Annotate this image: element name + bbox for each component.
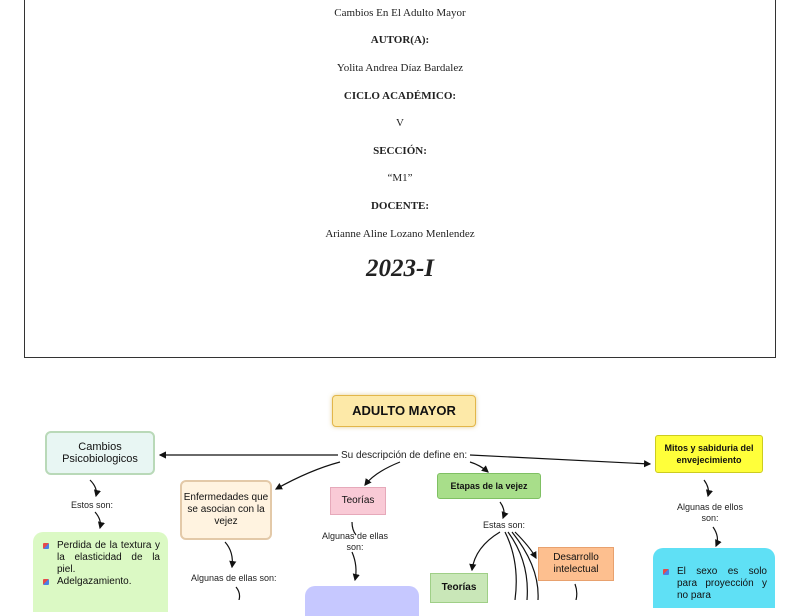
section-value: “M1” [387,172,413,184]
cambios-list: Perdida de la textura y la elasticidad d… [33,532,168,612]
academic-year: 2023-I [365,255,435,282]
node-desarrollo-intelectual: Desarrollo intelectual [538,547,614,581]
cover-topic: Cambios En El Adulto Mayor [334,7,466,19]
list-item: Perdida de la textura y la elasticidad d… [43,540,160,576]
enfermedades-link-label: Algunas de ellas son: [191,573,277,583]
mitos-link-label: Algunas de ellos son: [676,502,744,523]
cambios-link-label: Estos son: [71,500,114,510]
cycle-heading: CICLO ACADÉMICO: [343,90,457,102]
teorias-link-label: Algunas de ellas son: [321,531,389,552]
root-node-adulto-mayor: ADULTO MAYOR [332,395,476,427]
mitos-list: El sexo es solo para proyección y no par… [653,548,775,608]
cycle-value: V [396,117,404,129]
bullet-icon [663,569,669,575]
author-heading: AUTOR(A): [370,34,430,46]
node-enfermedades: Enfermedades que se asocian con la vejez [180,480,272,540]
etapas-link-label: Estas son: [483,520,526,530]
node-mitos-sabiduria: Mitos y sabiduria del envejecimiento [655,435,763,473]
bullet-icon [43,579,49,585]
teacher-heading: DOCENTE: [370,200,430,212]
list-item: Adelgazamiento. [43,576,160,588]
author-name: Yolita Andrea Díaz Bardalez [336,62,464,74]
node-cambios-psicobiologicos: Cambios Psicobiologicos [45,431,155,475]
node-etapas-vejez: Etapas de la vejez [437,473,541,499]
bullet-icon [43,543,49,549]
connector-lines [89,451,722,600]
node-teorias: Teorías [330,487,386,515]
node-teorias-etapas: Teorías [430,573,488,603]
list-item: El sexo es solo para proyección y no par… [663,566,767,602]
teacher-name: Arianne Aline Lozano Menlendez [325,228,475,240]
teorias-list-box [305,586,419,616]
concept-map: ADULTO MAYOR Su descripción de define en… [0,362,800,616]
cover-page: Cambios En El Adulto Mayor AUTOR(A): Yol… [24,0,776,358]
root-link-label: Su descripción de define en: [341,450,468,461]
section-heading: SECCIÓN: [373,145,427,157]
